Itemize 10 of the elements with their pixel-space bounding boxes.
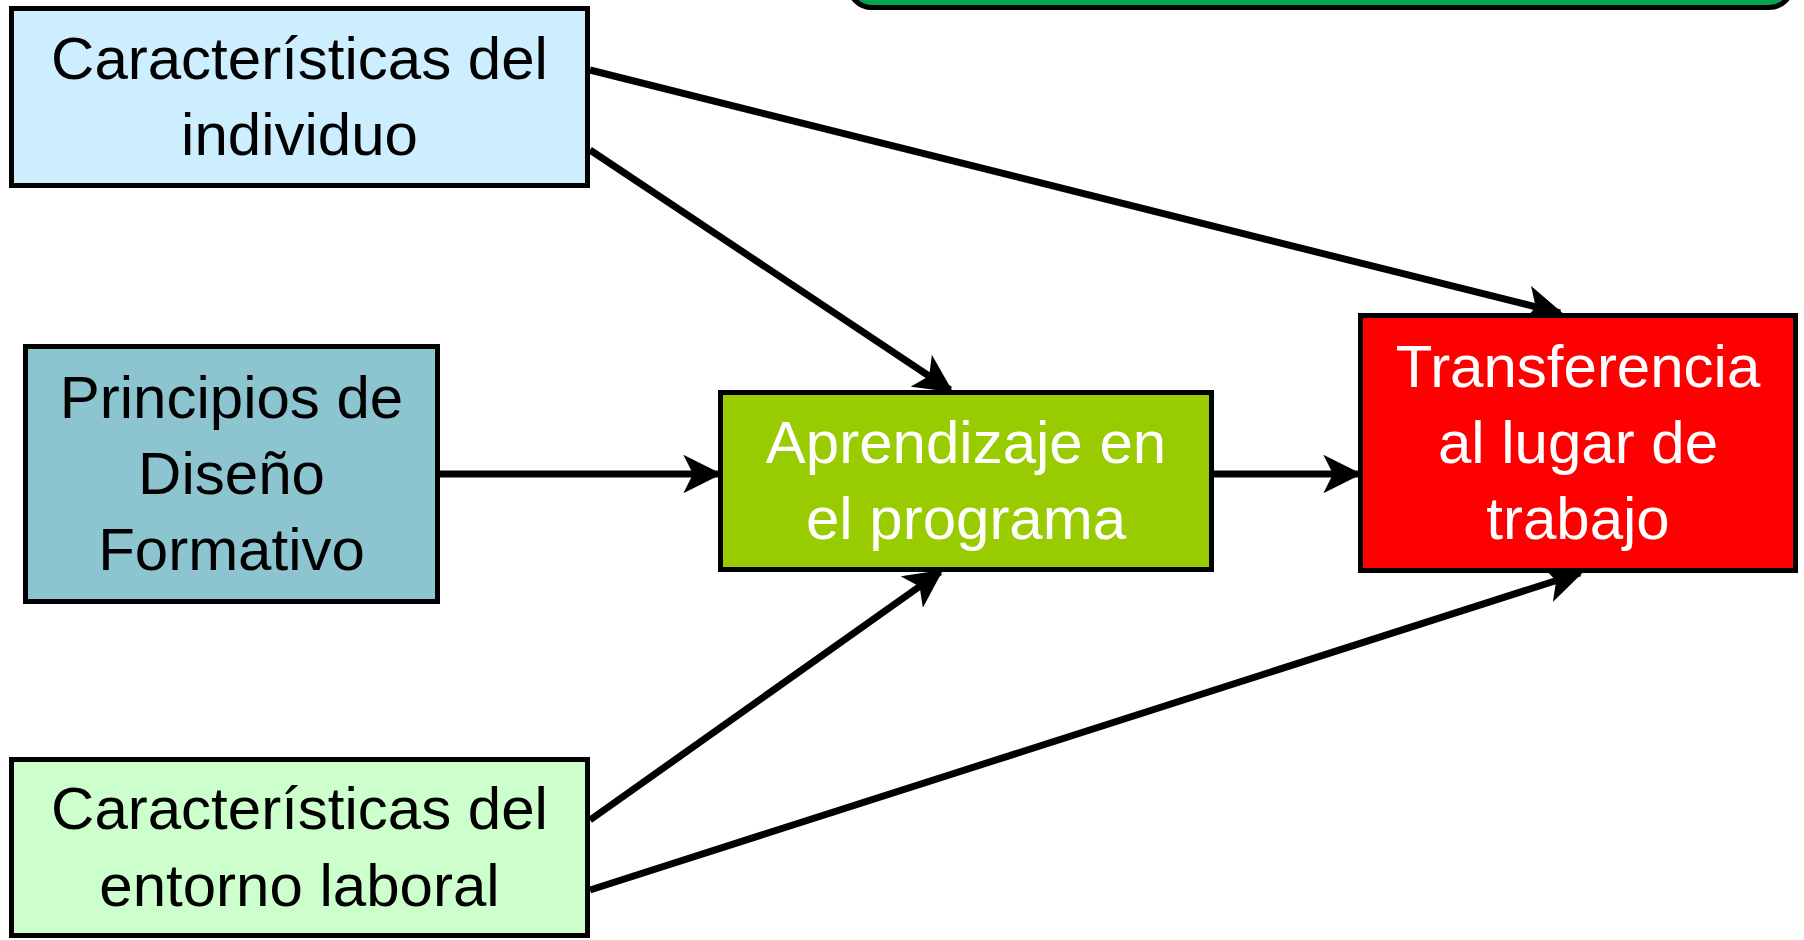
process-box xyxy=(718,390,1214,572)
factor-box xyxy=(23,344,440,604)
factor-box xyxy=(9,757,590,938)
node-label: Características del individuo xyxy=(50,23,549,170)
outcome-box xyxy=(1358,313,1798,573)
node-label: Transferencia al lugar de trabajo xyxy=(1395,331,1761,555)
factor-box xyxy=(9,6,590,188)
node-label: Aprendizaje en el programa xyxy=(764,407,1168,554)
node-label: Principios de Diseño Formativo xyxy=(58,362,405,586)
node-label: Características del entorno laboral xyxy=(50,774,549,921)
